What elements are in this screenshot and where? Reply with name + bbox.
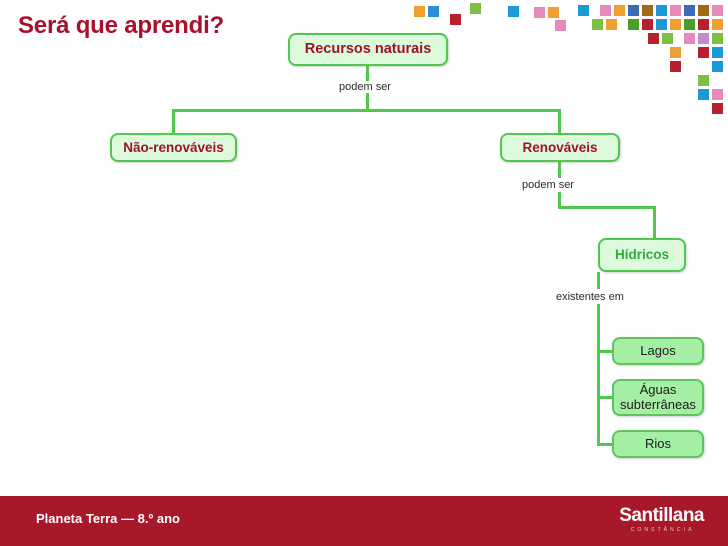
- decorative-square: [656, 19, 667, 30]
- node-renovaveis[interactable]: Renováveis: [500, 133, 620, 162]
- connector-renov-down-b: [558, 192, 561, 208]
- node-recursos-naturais[interactable]: Recursos naturais: [288, 33, 448, 66]
- decorative-square: [414, 6, 425, 17]
- decorative-square: [712, 19, 723, 30]
- decorative-square: [592, 19, 603, 30]
- decorative-square: [698, 89, 709, 100]
- connector-hidricos-spine: [597, 304, 600, 446]
- node-label: Hídricos: [614, 247, 669, 263]
- logo-wordmark: Santillana: [619, 505, 704, 526]
- decorative-square: [642, 5, 653, 16]
- decorative-square: [712, 103, 723, 114]
- node-label: Águas subterrâneas: [620, 381, 696, 412]
- node-label: Rios: [644, 435, 671, 451]
- decorative-square: [670, 5, 681, 16]
- logo-tagline: CONSTÂNCIA: [630, 527, 695, 533]
- decorative-square: [698, 19, 709, 30]
- decorative-square: [712, 61, 723, 72]
- connector-elbow-horizontal-hidricos: [558, 206, 656, 209]
- edge-label-renovaveis: podem ser: [519, 179, 577, 191]
- decorative-square: [712, 47, 723, 58]
- connector-elbow-vertical-hidricos: [653, 206, 656, 238]
- decorative-square: [470, 3, 481, 14]
- decorative-square: [698, 47, 709, 58]
- decorative-square: [642, 19, 653, 30]
- connector-split-horizontal: [172, 109, 561, 112]
- decorative-square: [684, 19, 695, 30]
- decorative-square: [670, 61, 681, 72]
- connector-stub-rios: [597, 443, 612, 446]
- decorative-square: [712, 89, 723, 100]
- decorative-square: [698, 5, 709, 16]
- decorative-square: [712, 5, 723, 16]
- decorative-square: [600, 5, 611, 16]
- decorative-square: [508, 6, 519, 17]
- connector-recursos-down-a: [366, 66, 369, 82]
- decorative-square: [450, 14, 461, 25]
- node-aguas-subterraneas[interactable]: Águas subterrâneas: [612, 379, 704, 416]
- node-hidricos[interactable]: Hídricos: [598, 238, 686, 272]
- node-label: Renováveis: [522, 139, 598, 155]
- node-lagos[interactable]: Lagos: [612, 337, 704, 365]
- decorative-square: [628, 19, 639, 30]
- connector-to-nao-renovaveis: [172, 109, 175, 133]
- node-label: Lagos: [640, 342, 676, 358]
- connector-stub-aguas: [597, 396, 612, 399]
- decorative-square: [648, 33, 659, 44]
- connector-recursos-down-b: [366, 92, 369, 111]
- decorative-square: [698, 75, 709, 86]
- decorative-square: [670, 47, 681, 58]
- footer-title: Planeta Terra — 8.º ano: [36, 511, 180, 526]
- decorative-square: [712, 33, 723, 44]
- decorative-square: [662, 33, 673, 44]
- node-rios[interactable]: Rios: [612, 430, 704, 458]
- decorative-square: [656, 5, 667, 16]
- footer-bar: Planeta Terra — 8.º ano Santillana CONST…: [0, 496, 728, 546]
- connector-hidricos-down-a: [597, 272, 600, 289]
- node-nao-renovaveis[interactable]: Não-renováveis: [110, 133, 237, 162]
- decorative-square: [698, 33, 709, 44]
- node-label: Recursos naturais: [304, 41, 432, 58]
- santillana-logo: Santillana CONSTÂNCIA: [619, 506, 704, 533]
- node-label: Não-renováveis: [123, 139, 224, 155]
- connector-renov-down-a: [558, 162, 561, 178]
- decorative-square: [614, 5, 625, 16]
- decorative-square: [534, 7, 545, 18]
- decorative-square: [684, 5, 695, 16]
- connector-stub-lagos: [597, 350, 612, 353]
- decorative-square: [555, 20, 566, 31]
- decorative-square: [578, 5, 589, 16]
- decorative-square: [548, 7, 559, 18]
- decorative-square: [684, 33, 695, 44]
- connector-to-renovaveis: [558, 109, 561, 133]
- page-title: Será que aprendi?: [18, 12, 224, 39]
- decorative-square: [428, 6, 439, 17]
- edge-label-hidricos: existentes em: [553, 291, 627, 303]
- edge-label-recursos: podem ser: [336, 81, 394, 93]
- decorative-square: [628, 5, 639, 16]
- decorative-square: [670, 19, 681, 30]
- decorative-square: [606, 19, 617, 30]
